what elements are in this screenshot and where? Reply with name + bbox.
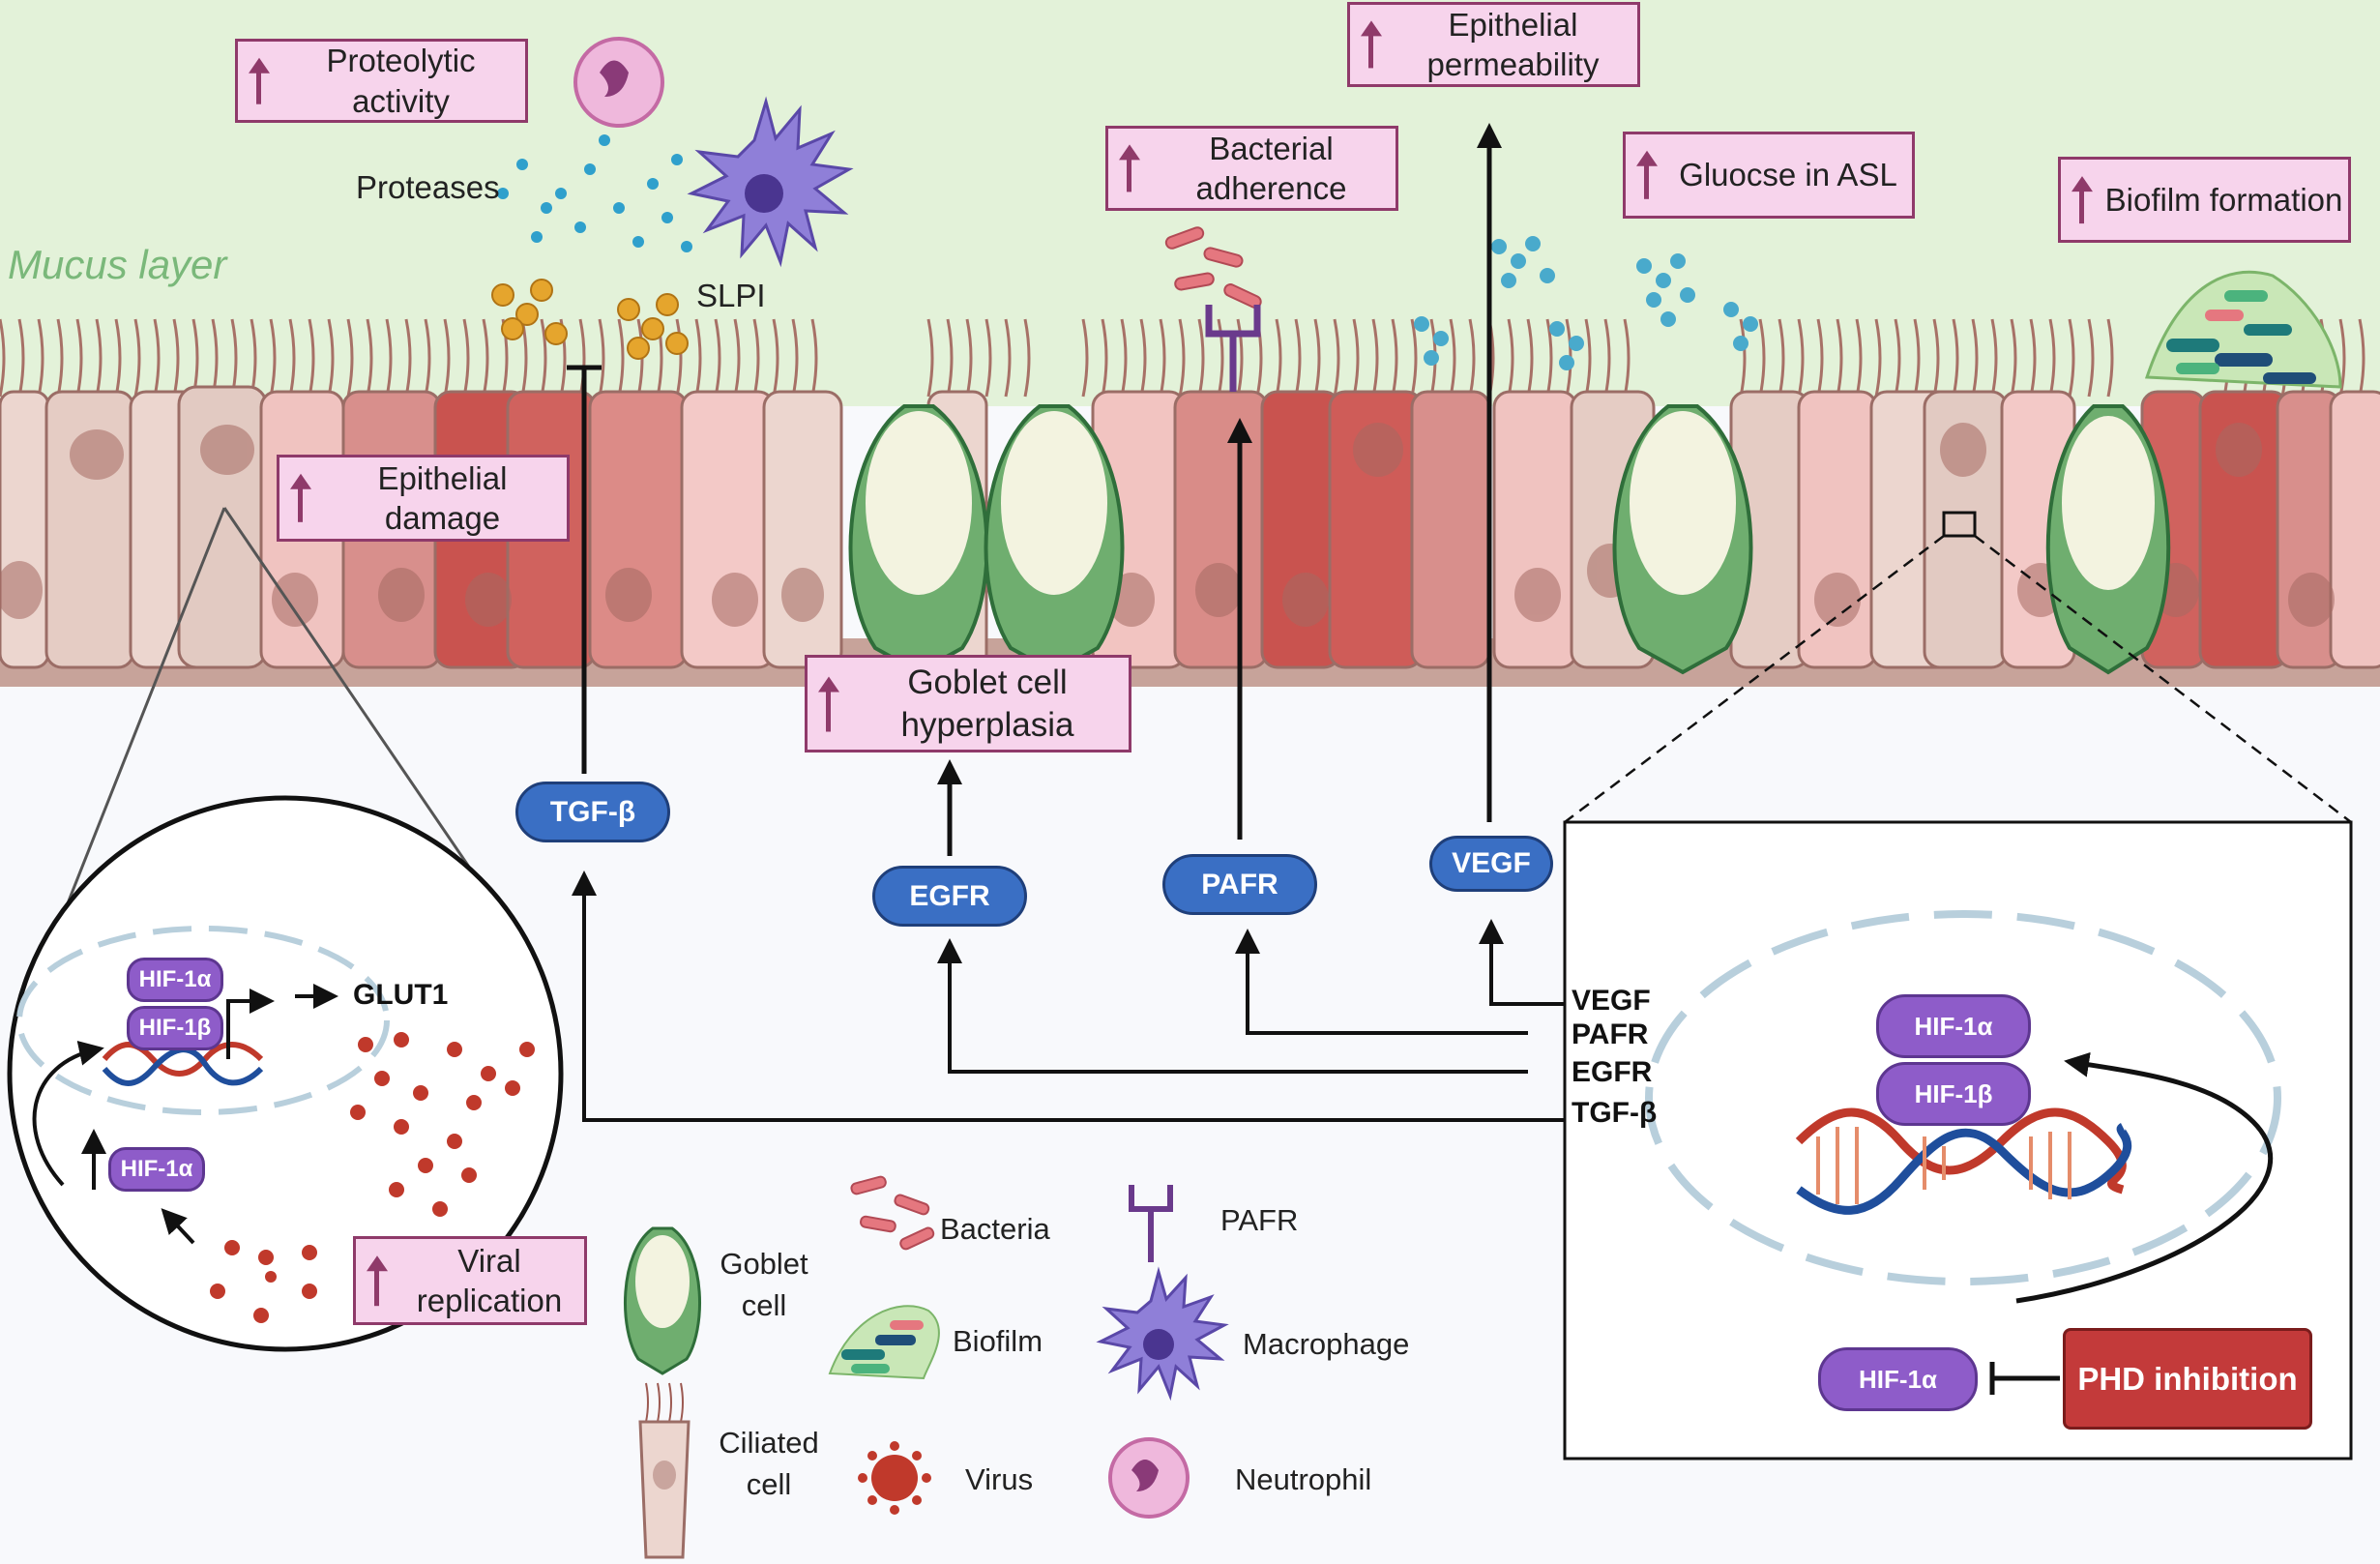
epithelial-permeability-box: Epithelial permeability <box>1347 2 1640 87</box>
egfr-pill: EGFR <box>872 866 1027 927</box>
legend-ciliated-label: Ciliated cell <box>719 1426 819 1502</box>
circle-arrows <box>32 984 338 1245</box>
glucose-dots <box>1414 236 1758 370</box>
phd-inhibition-box: PHD inhibition <box>2063 1328 2312 1430</box>
proteases-label: Proteases <box>356 169 500 205</box>
protease-dots <box>497 134 692 252</box>
hif1a-bottom-pill: HIF-1α <box>1818 1347 1978 1411</box>
bacteria-cluster <box>1164 226 1262 309</box>
up-arrow-icon <box>290 473 311 523</box>
legend-biofilm-icon <box>828 1305 940 1380</box>
goblet-cells <box>848 404 2171 675</box>
proteolytic-activity-box: Proteolytic activity <box>235 39 528 123</box>
glut1-label: GLUT1 <box>353 979 449 1011</box>
mucus-layer-label: Mucus layer <box>8 242 227 287</box>
legend-pafr-label: PAFR <box>1220 1203 1299 1237</box>
biofilm-formation-box: Biofilm formation <box>2058 157 2351 243</box>
gene-tgfb: TGF-β <box>1572 1097 1658 1129</box>
legend-macrophage-icon <box>1096 1266 1229 1402</box>
dna-helix <box>1795 1107 2132 1215</box>
up-arrow-icon <box>2071 175 2093 224</box>
legend-macrophage-label: Macrophage <box>1243 1327 1410 1361</box>
up-arrow-icon <box>818 676 839 731</box>
hif1a-cytoplasm-pill: HIF-1α <box>108 1147 205 1192</box>
up-arrow-icon <box>1361 20 1382 69</box>
zoom-line-left <box>1564 535 1945 823</box>
macrophage <box>687 96 854 268</box>
legend-virus-icon <box>858 1441 931 1515</box>
phd-inhibit-line <box>1989 1362 2060 1395</box>
legend-pafr-icon <box>1129 1185 1173 1262</box>
legend-bacteria-icon <box>850 1175 935 1251</box>
zoom-source <box>1942 511 1977 538</box>
biofilm <box>2144 270 2342 389</box>
hif1b-small-pill: HIF-1β <box>127 1006 223 1050</box>
up-arrow-icon <box>249 57 270 104</box>
cell-zoom-circle <box>7 795 564 1352</box>
legend-goblet-label: Goblet cell <box>720 1247 808 1323</box>
tgfb-pill: TGF-β <box>515 782 670 842</box>
legend-neutrophil-icon <box>1108 1437 1190 1519</box>
legend-goblet-icon <box>624 1226 701 1375</box>
slpi-dots <box>491 279 689 360</box>
effect-arrows <box>937 123 1502 856</box>
circle-zoom-line-right <box>222 507 510 925</box>
pafr-receptor <box>1205 305 1261 392</box>
gene-pafr: PAFR <box>1572 1018 1649 1050</box>
vegf-pill: VEGF <box>1429 836 1553 892</box>
small-nucleus-membrane <box>16 926 390 1115</box>
viral-replication-box: Viral replication <box>353 1236 587 1325</box>
goblet-hyperplasia-box: Goblet cell hyperplasia <box>805 655 1131 752</box>
zoom-line-right <box>1974 535 2352 823</box>
hif1b-nucleus-pill: HIF-1β <box>1876 1062 2031 1126</box>
glucose-asl-box: Gluocse in ASL <box>1623 132 1915 219</box>
up-arrow-icon <box>1636 150 1658 200</box>
circle-viruses <box>210 1032 535 1323</box>
legend-biofilm-label: Biofilm <box>953 1324 1043 1358</box>
dna-rungs <box>1816 1127 2071 1204</box>
bacterial-adherence-box: Bacterial adherence <box>1105 126 1398 211</box>
neutrophil <box>573 37 664 128</box>
hif1a-small-pill: HIF-1α <box>127 958 223 1002</box>
legend-neutrophil-label: Neutrophil <box>1235 1462 1372 1496</box>
slpi-label: SLPI <box>696 278 766 313</box>
nucleus-membrane <box>1645 910 2281 1285</box>
tgfb-inhibit-line <box>567 365 602 774</box>
legend-ciliated-icon <box>638 1382 690 1559</box>
hif-translocation-arrow <box>2015 1051 2273 1304</box>
hif1a-nucleus-pill: HIF-1α <box>1876 994 2031 1058</box>
gene-output-lines <box>572 871 1567 1122</box>
legend-virus-label: Virus <box>965 1462 1034 1496</box>
gene-egfr: EGFR <box>1572 1056 1653 1088</box>
epithelial-damage-box: Epithelial damage <box>277 455 570 542</box>
legend-bacteria-label: Bacteria <box>940 1212 1050 1246</box>
up-arrow-icon <box>1119 144 1140 192</box>
pafr-pill: PAFR <box>1162 854 1317 915</box>
up-arrow-icon <box>367 1255 388 1306</box>
gene-vegf: VEGF <box>1572 985 1651 1017</box>
